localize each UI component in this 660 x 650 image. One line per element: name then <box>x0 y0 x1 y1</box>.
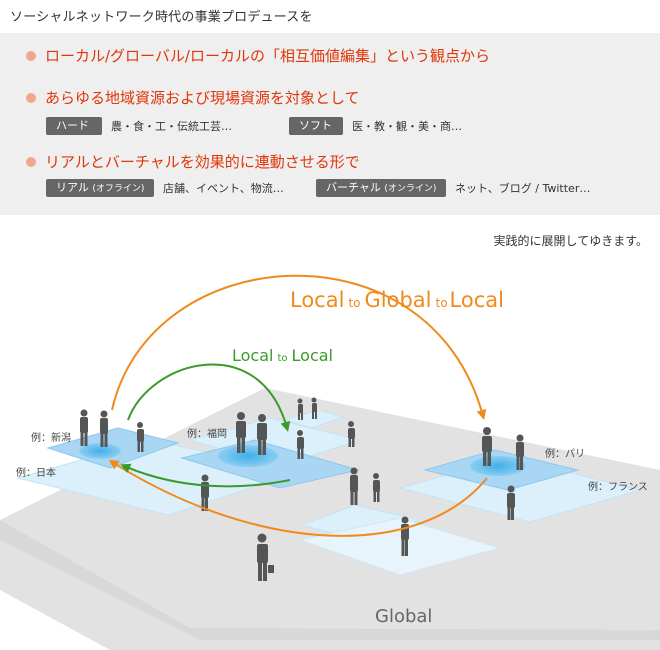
real-tag-label: リアル <box>56 181 89 194</box>
person-figure <box>373 473 380 502</box>
person-figure <box>201 474 209 511</box>
bullet-icon <box>26 50 36 61</box>
point-2: あらゆる地域資源および現場資源を対象として <box>26 87 360 108</box>
local-return-arrow <box>120 463 291 488</box>
global-base-label: Global <box>375 606 432 627</box>
point-3: リアルとバーチャルを効果的に連動させる形で <box>26 151 360 172</box>
soft-tag: ソフト <box>289 117 343 135</box>
global-return-arrow <box>108 459 488 537</box>
bullet-icon <box>26 156 36 167</box>
person-figure <box>297 430 304 459</box>
region-label-niigata: 例：新潟 <box>31 431 71 444</box>
person-figure <box>348 421 355 447</box>
region-label-fukuoka: 例：福岡 <box>187 427 227 440</box>
person-figure <box>350 467 358 505</box>
person-figure <box>257 533 274 581</box>
real-tag-sub: (オフライン) <box>92 184 145 194</box>
niigata-spot <box>79 443 121 459</box>
person-figure <box>236 412 246 453</box>
region-label-japan: 例：日本 <box>16 466 56 479</box>
virtual-examples: ネット、ブログ / Twitter… <box>455 182 591 195</box>
hard-examples: 農・食・工・伝統工芸… <box>111 120 232 133</box>
middle-plane-2 <box>298 517 502 576</box>
soft-row: ソフト 医・教・観・美・商… <box>289 117 462 135</box>
virtual-tag: バーチャル (オンライン) <box>316 179 446 197</box>
real-row: リアル (オフライン) 店舗、イベント、物流… <box>46 179 284 197</box>
person-figure <box>482 427 492 466</box>
point-1: ローカル/グローバル/ローカルの「相互価値編集」という観点から <box>26 45 490 66</box>
person-figure <box>297 398 303 420</box>
real-examples: 店舗、イベント、物流… <box>163 182 284 195</box>
virtual-tag-sub: (オンライン) <box>384 184 437 194</box>
region-label-paris: 例：パリ <box>545 447 585 460</box>
bullet-icon <box>26 92 36 103</box>
fukuoka-spot <box>218 445 278 467</box>
virtual-tag-label: バーチャル <box>326 181 381 194</box>
soft-examples: 医・教・観・美・商… <box>352 120 462 133</box>
real-tag: リアル (オフライン) <box>46 179 154 197</box>
virtual-row: バーチャル (オンライン) ネット、ブログ / Twitter… <box>316 179 590 197</box>
person-figure <box>100 410 108 447</box>
subheading: 実践的に展開してゆきます。 <box>493 234 648 248</box>
person-figure <box>507 485 515 520</box>
person-figure <box>257 414 267 455</box>
region-label-france: 例：フランス <box>588 480 648 493</box>
hard-tag: ハード <box>46 117 102 135</box>
person-figure <box>311 397 317 419</box>
point-2-text: あらゆる地域資源および現場資源を対象として <box>45 89 360 107</box>
hard-row: ハード 農・食・工・伝統工芸… <box>46 117 232 135</box>
person-figure <box>80 409 88 446</box>
point-3-text: リアルとバーチャルを効果的に連動させる形で <box>45 153 360 171</box>
person-figure <box>137 422 144 452</box>
local-arc-arrow <box>127 363 291 432</box>
global-arc-arrow <box>111 274 487 420</box>
point-1-text: ローカル/グローバル/ローカルの「相互価値編集」という観点から <box>45 47 490 65</box>
page-heading: ソーシャルネットワーク時代の事業プロデュースを <box>10 10 313 25</box>
person-figure <box>516 434 524 470</box>
